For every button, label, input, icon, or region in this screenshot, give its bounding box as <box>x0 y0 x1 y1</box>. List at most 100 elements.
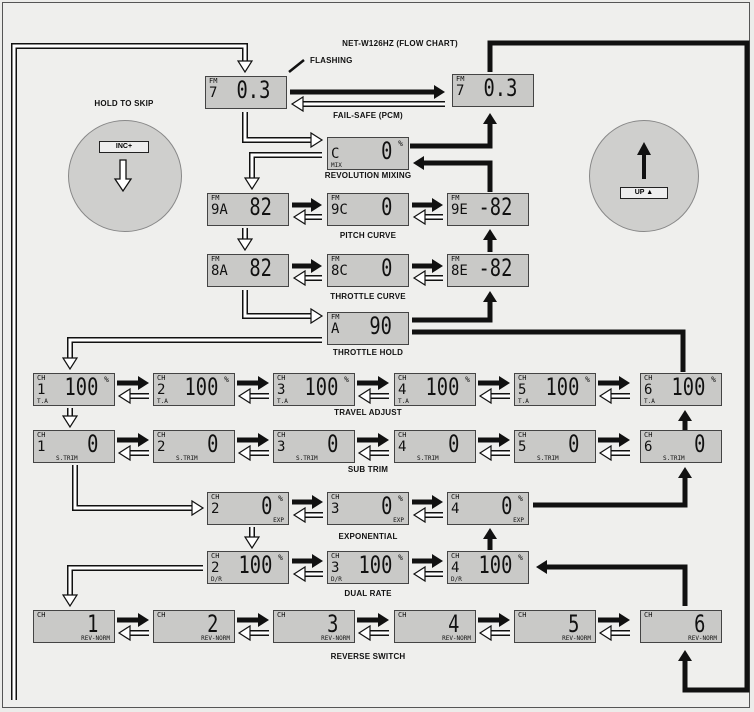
inc-button[interactable]: INC+ <box>99 141 149 153</box>
forward-arrow <box>412 495 443 509</box>
lcd-top: CH <box>277 611 286 619</box>
lcd-top: CH <box>451 493 460 501</box>
forward-arrow <box>413 156 493 192</box>
lcd-value: 100 <box>184 373 218 401</box>
lcd-value: 2 <box>206 610 218 638</box>
lcd-top: CH <box>398 374 407 382</box>
lcd-value: 0 <box>380 137 392 165</box>
section-dual-rate: DUAL RATE <box>344 589 392 598</box>
lcd-top: CH <box>451 552 460 560</box>
lcd-value: 0 <box>447 430 459 458</box>
lcd-ch: 2 <box>211 560 220 576</box>
forward-arrow <box>536 560 688 606</box>
lcd-top: CH <box>398 611 407 619</box>
forward-arrow <box>412 329 686 372</box>
lcd-bot: S.TRIM <box>176 455 198 462</box>
lcd-top: FM <box>331 194 340 202</box>
lcd-value: 100 <box>238 551 272 579</box>
lcd-value: 0.3 <box>236 76 270 104</box>
lcd-ch: 1 <box>37 439 46 455</box>
forward-arrow <box>237 613 269 627</box>
lcd-ch: 3 <box>277 382 286 398</box>
back-arrow <box>242 112 324 149</box>
lcd-value: 100 <box>478 551 512 579</box>
lcd-top: FM <box>456 75 465 83</box>
lcd-ch: 4 <box>398 382 407 398</box>
lcd-top: CH <box>157 611 166 619</box>
lcd-value: 0.3 <box>483 74 517 102</box>
lcd-value: 0 <box>567 430 579 458</box>
lcd-unit: % <box>344 375 349 384</box>
back-arrow <box>242 290 324 325</box>
lcd-top: CH <box>518 374 527 382</box>
lcd-unit: % <box>465 375 470 384</box>
lcd-value: 6 <box>693 610 705 638</box>
forward-arrow <box>598 613 630 627</box>
back-arrow <box>598 444 630 462</box>
lcd-value: 100 <box>425 373 459 401</box>
lcd-sub: T.A <box>277 398 288 405</box>
back-arrow <box>243 527 261 550</box>
lcd-sub: T.A <box>398 398 409 405</box>
forward-arrow <box>598 433 630 447</box>
forward-arrow <box>487 40 750 693</box>
forward-arrow <box>292 198 322 212</box>
back-arrow <box>292 269 322 287</box>
forward-arrow <box>117 613 149 627</box>
lcd-top: CH <box>277 374 286 382</box>
forward-arrow <box>412 291 497 323</box>
section-reverse-switch: REVERSE SWITCH <box>330 652 406 661</box>
lcd-unit: % <box>398 139 403 148</box>
lcd-unit: % <box>278 494 283 503</box>
forward-arrow <box>117 376 149 390</box>
lcd-value: 5 <box>567 610 579 638</box>
back-arrow <box>243 152 322 191</box>
lcd-top: FM <box>451 255 460 263</box>
up-button[interactable]: UP ▲ <box>620 187 668 199</box>
section-fail-safe: FAIL-SAFE (PCM) <box>333 111 403 120</box>
lcd-top: CH <box>644 374 653 382</box>
lcd-top: CH <box>331 552 340 560</box>
section-travel-adjust: TRAVEL ADJUST <box>334 408 402 417</box>
lcd-ch: 1 <box>37 382 46 398</box>
lcd-top: CH <box>518 611 527 619</box>
lcd-value: 0 <box>500 492 512 520</box>
lcd-value: 90 <box>369 312 392 340</box>
back-arrow <box>478 444 510 462</box>
back-arrow <box>117 624 149 642</box>
lcd-value: 82 <box>249 254 272 282</box>
lcd-unit: % <box>224 375 229 384</box>
back-arrow <box>357 387 389 405</box>
lcd-value: 0 <box>326 430 338 458</box>
lcd-top: CH <box>211 552 220 560</box>
lcd-unit: % <box>398 553 403 562</box>
back-arrow <box>237 387 269 405</box>
lcd-bot: REV-NORM <box>201 635 230 642</box>
lcd-top: CH <box>518 431 527 439</box>
lcd-bot: REV-NORM <box>562 635 591 642</box>
lcd-sub: T.A <box>37 398 48 405</box>
back-arrow <box>412 506 443 524</box>
back-arrow <box>290 95 445 113</box>
back-arrow <box>117 444 149 462</box>
lcd-top: CH <box>37 431 46 439</box>
forward-arrow <box>478 433 510 447</box>
lcd-sub: D/R <box>451 576 462 583</box>
lcd-ch: 5 <box>518 439 527 455</box>
lcd-ch: 3 <box>331 560 340 576</box>
back-arrow <box>412 269 443 287</box>
back-arrow <box>117 387 149 405</box>
lcd-top: CH <box>644 431 653 439</box>
lcd-ch: 6 <box>644 382 653 398</box>
lcd-top: FM <box>331 313 340 321</box>
lcd-ch: 9C <box>331 202 348 218</box>
